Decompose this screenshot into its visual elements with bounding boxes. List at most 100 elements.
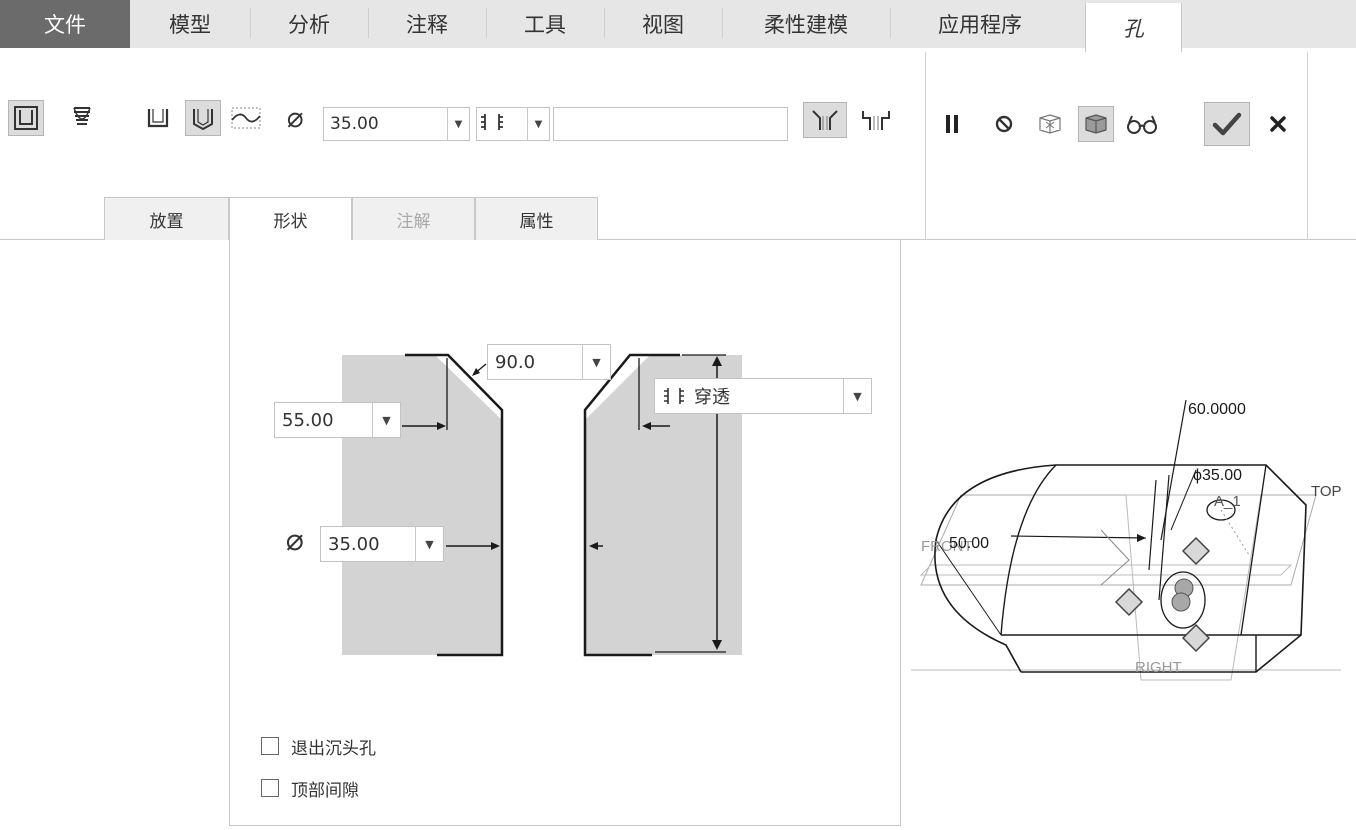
- arrow-head: [642, 422, 651, 430]
- hole-edge: [1206, 499, 1236, 521]
- body-edge: [935, 539, 1002, 636]
- diameter-input[interactable]: 35.00 ▼: [323, 107, 470, 141]
- sketch-profile-button[interactable]: [228, 100, 264, 136]
- tab-separator: [368, 8, 369, 38]
- cancel-button[interactable]: [1260, 106, 1296, 142]
- ribbon-divider: [925, 52, 926, 240]
- placement-handle: [1114, 536, 1211, 653]
- threaded-hole-icon: [73, 107, 91, 125]
- body-edge: [1240, 464, 1267, 636]
- countersink-angle-input[interactable]: 90.0 ▼: [487, 344, 611, 380]
- diagram-material-left: [342, 355, 502, 655]
- counterbore-button[interactable]: [858, 102, 894, 138]
- body-outline: [1021, 464, 1307, 673]
- countersink-icon: [812, 110, 838, 130]
- chevron-down-icon[interactable]: ▼: [415, 527, 443, 561]
- subtab-properties[interactable]: 属性: [475, 197, 598, 240]
- depth-option-dropdown[interactable]: ▼: [476, 107, 550, 141]
- flat-bottom-icon: [147, 109, 169, 128]
- simple-hole-icon: [14, 106, 38, 130]
- hole-diameter-input[interactable]: 35.00 ▼: [320, 526, 444, 562]
- no-preview-icon: [995, 115, 1013, 133]
- tab-separator: [250, 8, 251, 38]
- subtab-notes[interactable]: 注解: [352, 197, 475, 240]
- tab-hole[interactable]: 孔: [1085, 3, 1182, 52]
- body-edge: [1000, 464, 1057, 636]
- arrow-head: [437, 422, 446, 430]
- checkmark-icon: [1212, 112, 1242, 136]
- tab-file[interactable]: 文件: [0, 0, 130, 48]
- checkbox-box[interactable]: [261, 737, 279, 755]
- diameter-value: 35.00: [330, 114, 379, 134]
- chevron-down-icon[interactable]: ▼: [582, 345, 610, 379]
- drag-handle: [1171, 592, 1191, 612]
- wireframe-preview-icon: [1039, 114, 1061, 134]
- counterbore-icon: [862, 111, 890, 130]
- chevron-down-icon[interactable]: ▼: [372, 403, 400, 437]
- tab-tools[interactable]: 工具: [524, 13, 566, 37]
- hole-diameter-value: 35.00: [328, 533, 380, 555]
- diagram-material-right: [585, 355, 742, 655]
- close-icon: [1270, 116, 1286, 132]
- tab-annotate[interactable]: 注释: [406, 13, 448, 37]
- verify-button[interactable]: [1124, 106, 1160, 142]
- axis-label: A_1: [1214, 493, 1241, 510]
- no-preview-button[interactable]: [986, 106, 1022, 142]
- height-dim-label: 60.0000: [1188, 401, 1246, 418]
- drill-profile-button[interactable]: [185, 100, 221, 136]
- hole-profile-right: [583, 353, 680, 657]
- axis-indicator: [1100, 529, 1130, 586]
- glasses-icon: [1127, 115, 1157, 134]
- tab-separator: [722, 8, 723, 38]
- checkbox-box[interactable]: [261, 779, 279, 797]
- hole-preview-outline: [1160, 571, 1206, 629]
- countersink-angle-value: 90.0: [495, 351, 536, 373]
- depth-type-display: 穿透: [655, 383, 843, 409]
- tab-applications[interactable]: 应用程序: [938, 13, 1022, 37]
- ok-button[interactable]: [1204, 102, 1250, 146]
- solid-preview-icon: [1085, 114, 1107, 134]
- tab-analysis[interactable]: 分析: [288, 13, 330, 37]
- chevron-down-icon[interactable]: ▼: [843, 379, 871, 413]
- height-dim-line: [1160, 399, 1187, 541]
- body-round-end: [934, 464, 1057, 673]
- checkbox-label: 顶部间隙: [291, 780, 359, 801]
- diameter-dim-label: ϕ35.00: [1193, 467, 1242, 484]
- through-all-icon: [664, 388, 684, 404]
- arrow-head: [712, 640, 722, 650]
- model-viewport[interactable]: 60.0000 ϕ35.00 A_1 TOP RIGHT FRONT 50.00: [901, 240, 1356, 830]
- subtab-shape[interactable]: 形状: [229, 197, 352, 241]
- countersink-diameter-input[interactable]: 55.00 ▼: [274, 402, 401, 438]
- tab-view[interactable]: 视图: [642, 13, 684, 37]
- depth-type-dropdown[interactable]: 穿透 ▼: [654, 378, 872, 414]
- chevron-down-icon[interactable]: ▼: [527, 108, 549, 140]
- flat-profile-button[interactable]: [140, 100, 176, 136]
- menu-bar: 文件 模型 分析 注释 工具 视图 柔性建模 应用程序 孔: [0, 0, 1356, 52]
- arrow-head: [712, 356, 722, 366]
- standard-hole-button[interactable]: [64, 100, 100, 136]
- model-graphics: 60.0000 ϕ35.00 A_1 TOP RIGHT FRONT 50.00: [911, 399, 1342, 681]
- tab-flexible-modeling[interactable]: 柔性建模: [764, 13, 848, 37]
- top-plane-label: TOP: [1311, 483, 1342, 500]
- sketch-profile-icon: [231, 107, 261, 129]
- simple-hole-button[interactable]: [8, 100, 44, 136]
- checkbox-label: 退出沉头孔: [291, 738, 376, 759]
- pause-icon: [946, 115, 958, 133]
- tab-model[interactable]: 模型: [169, 13, 211, 37]
- pause-button[interactable]: [934, 106, 970, 142]
- top-clearance-checkbox[interactable]: 顶部间隙: [261, 776, 359, 801]
- subtab-placement[interactable]: 放置: [104, 197, 229, 240]
- chevron-down-icon[interactable]: ▼: [447, 108, 469, 140]
- right-plane-label: RIGHT: [1135, 659, 1182, 676]
- countersink-button[interactable]: [803, 102, 847, 138]
- exit-countersink-checkbox[interactable]: 退出沉头孔: [261, 734, 376, 759]
- diameter-symbol-icon: ⌀: [286, 101, 303, 134]
- preview-solid-button[interactable]: [1078, 106, 1114, 142]
- body-bottom-edge: [1001, 634, 1301, 672]
- preview-wireframe-button[interactable]: [1032, 106, 1068, 142]
- hole-axis-lines: [1148, 474, 1170, 601]
- front-plane-label: FRONT: [921, 538, 973, 555]
- diameter-leader: [1170, 469, 1197, 531]
- ribbon: ⌀ 35.00 ▼ ▼: [0, 52, 1356, 241]
- depth-value-input[interactable]: [553, 107, 788, 141]
